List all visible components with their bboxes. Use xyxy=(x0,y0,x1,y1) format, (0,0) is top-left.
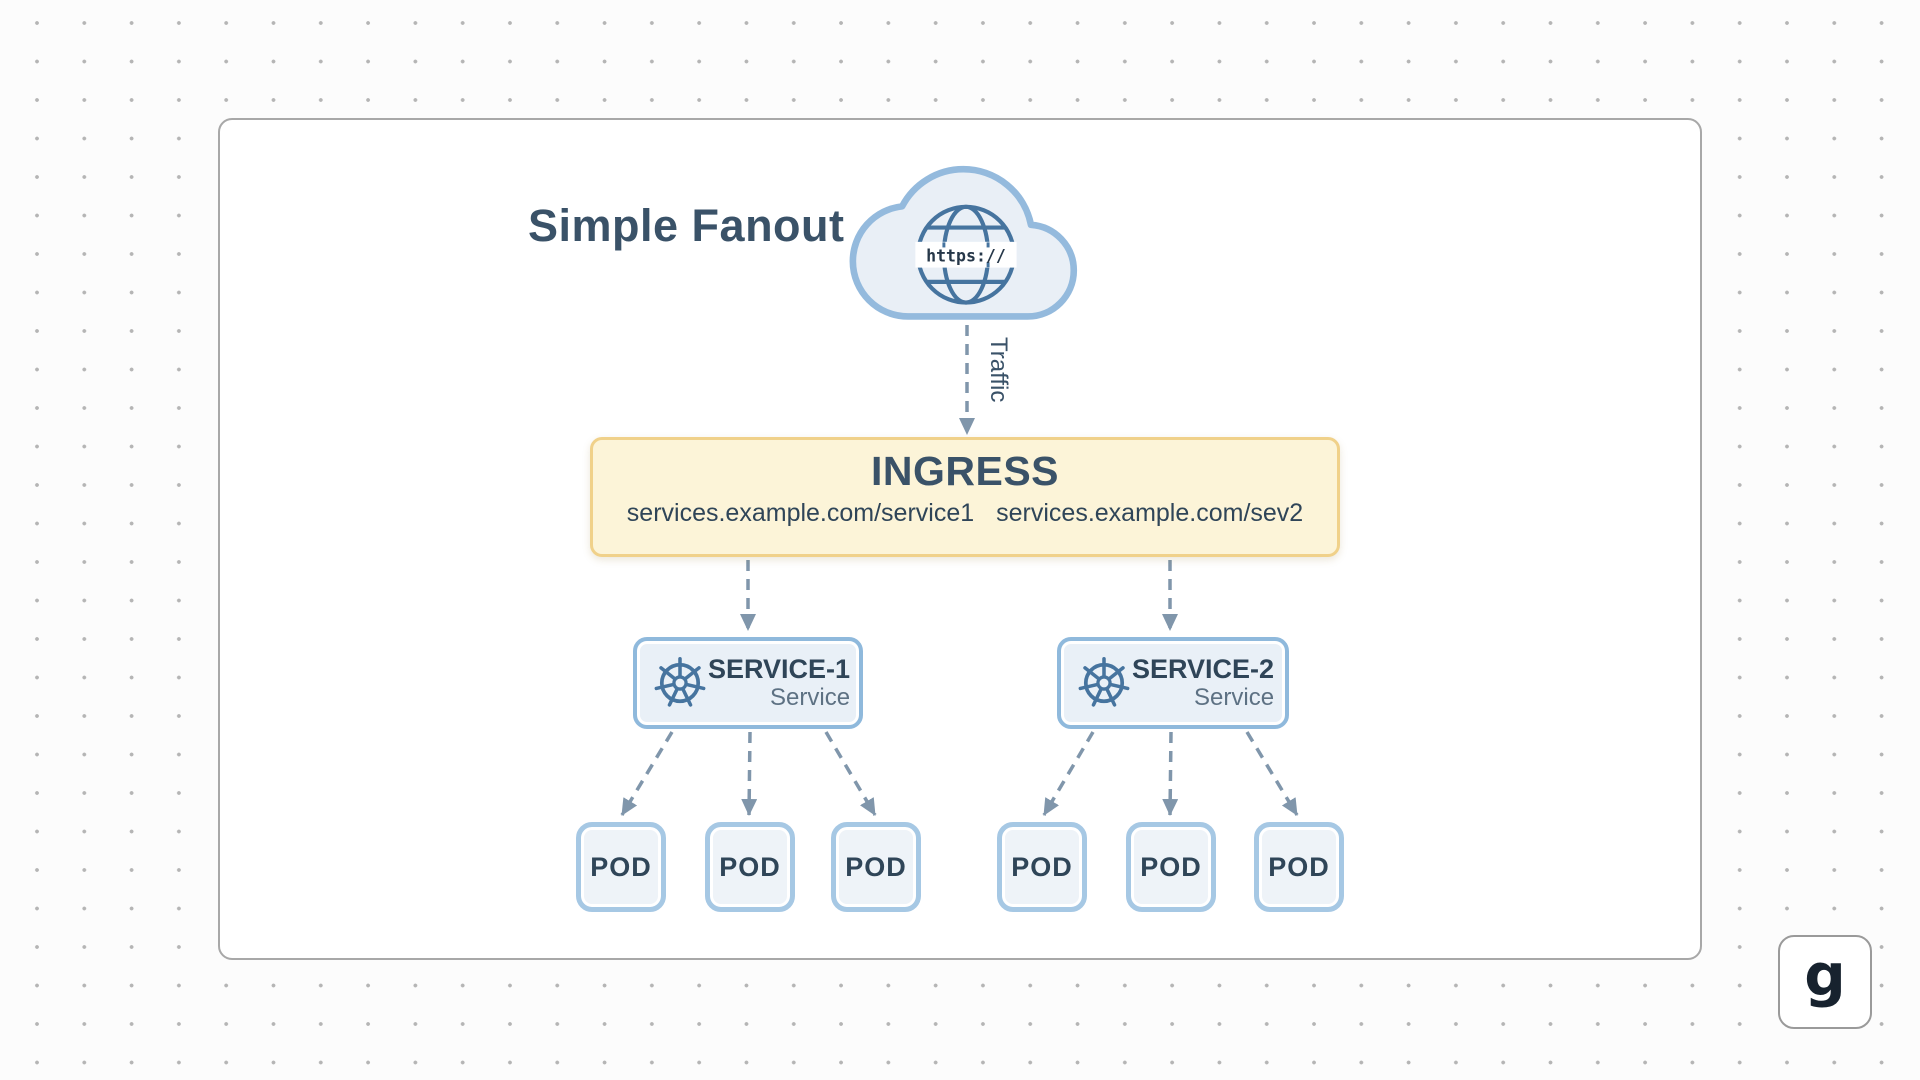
pod-node: POD xyxy=(705,822,795,912)
ingress-route-1: services.example.com/service1 xyxy=(626,499,975,528)
globe-label-band xyxy=(915,241,1017,268)
ingress-route-2: services.example.com/sev2 xyxy=(996,499,1304,528)
pod-node: POD xyxy=(1254,822,1344,912)
pod-node: POD xyxy=(997,822,1087,912)
kubernetes-helm-icon xyxy=(654,656,706,707)
traffic-label: Traffic xyxy=(985,337,1012,403)
diagram-title: Simple Fanout xyxy=(528,200,845,251)
pod-node: POD xyxy=(576,822,666,912)
service-node-2: SERVICE-2 Service xyxy=(1057,637,1289,729)
logo-letter: g xyxy=(1804,941,1846,1009)
ingress-routes: services.example.com/service1 services.e… xyxy=(593,499,1337,528)
service-name: SERVICE-2 xyxy=(1132,654,1275,684)
https-label: https:// xyxy=(926,246,1006,265)
kubernetes-helm-icon xyxy=(1078,656,1130,707)
ingress-title: INGRESS xyxy=(870,448,1060,494)
pod-node: POD xyxy=(1126,822,1216,912)
service-type-label: Service xyxy=(770,684,851,711)
pod-node: POD xyxy=(831,822,921,912)
service-name: SERVICE-1 xyxy=(708,654,851,684)
service-node-1: SERVICE-1 Service xyxy=(633,637,863,729)
ingress-node: INGRESS services.example.com/service1 se… xyxy=(590,437,1340,557)
internet-cloud-icon: https:// xyxy=(849,165,1078,320)
service-type-label: Service xyxy=(1194,684,1275,711)
logo-button[interactable]: g xyxy=(1778,935,1872,1029)
